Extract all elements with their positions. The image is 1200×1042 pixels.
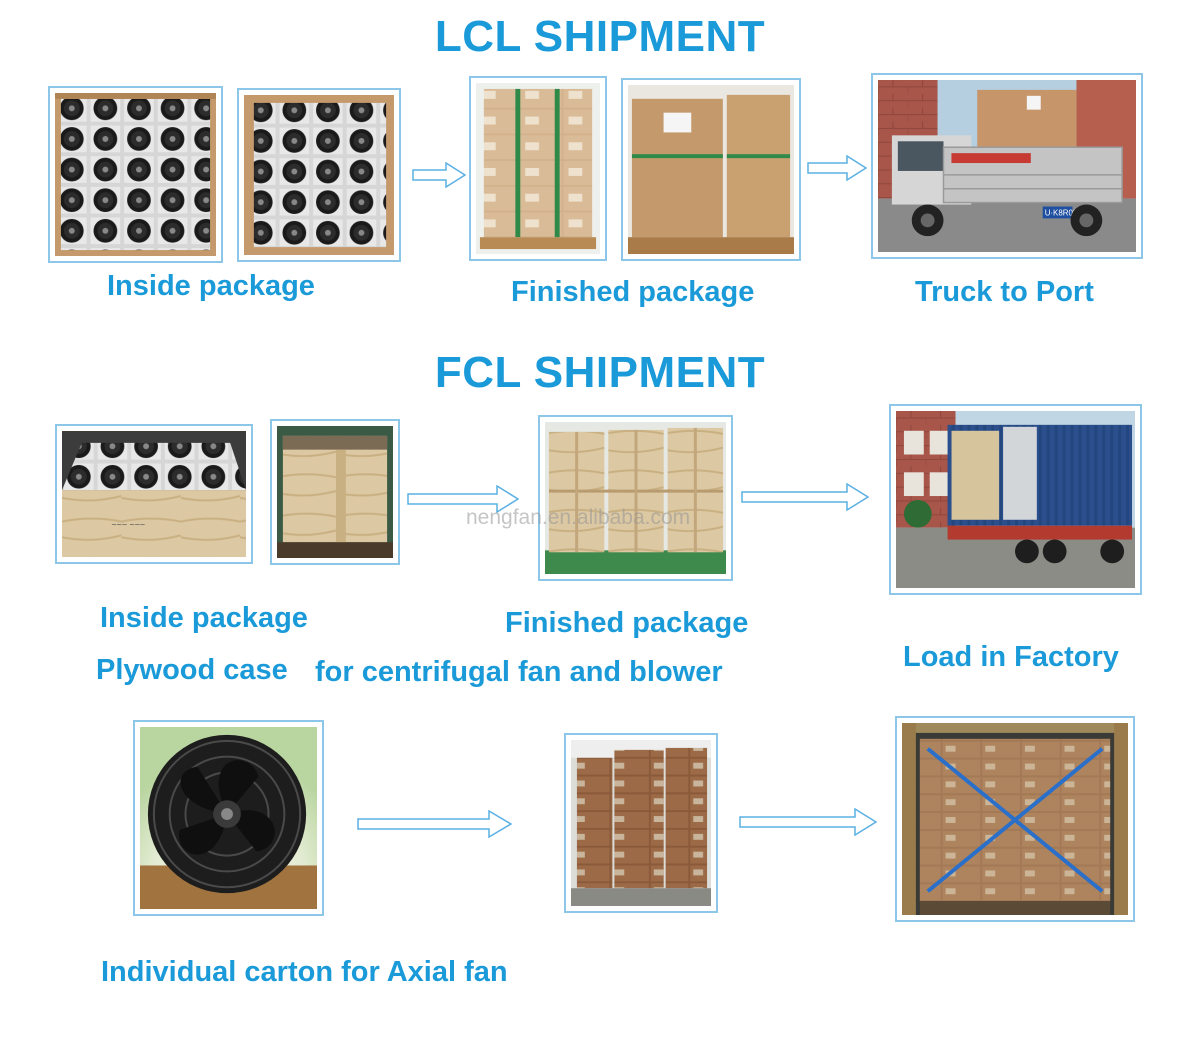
lcl-finished-package-photo-1	[469, 76, 607, 261]
axial-carton-stack-photo	[564, 733, 718, 913]
lcl-truck-to-port-label: Truck to Port	[915, 276, 1094, 308]
fcl-centrifugal-fan-label: for centrifugal fan and blower	[315, 656, 723, 688]
axial-arrow-2	[739, 807, 878, 837]
lcl-inside-package-photo-2	[237, 88, 401, 262]
svg-text:~~~ ~~~: ~~~ ~~~	[111, 519, 145, 529]
lcl-arrow-1	[412, 161, 467, 189]
fcl-inside-package-photo-1: ~~~ ~~~	[55, 424, 253, 564]
fcl-finished-package-label: Finished package	[505, 607, 749, 639]
fcl-inside-package-label: Inside package	[100, 602, 308, 634]
fcl-arrow-2	[741, 482, 870, 512]
axial-container-loaded-photo	[895, 716, 1135, 922]
fcl-load-in-factory-label: Load in Factory	[903, 641, 1119, 673]
lcl-truck-to-port-photo: U·K8R02	[871, 73, 1143, 259]
fcl-plywood-case-label: Plywood case	[96, 654, 288, 686]
truck-license-plate: U·K8R02	[1045, 208, 1078, 217]
site-watermark: nengfan.en.alibaba.com	[466, 506, 691, 529]
fcl-arrow-1	[407, 484, 520, 514]
lcl-finished-package-photo-2	[621, 78, 801, 261]
fcl-shipment-title: FCL SHIPMENT	[434, 348, 766, 397]
fcl-inside-package-photo-2	[270, 419, 400, 565]
fcl-load-in-factory-photo	[889, 404, 1142, 595]
axial-arrow-1	[357, 809, 513, 839]
fcl-finished-package-photo	[538, 415, 733, 581]
axial-fan-photo	[133, 720, 324, 916]
lcl-inside-package-label: Inside package	[107, 270, 315, 302]
lcl-finished-package-label: Finished package	[511, 276, 755, 308]
lcl-shipment-title: LCL SHIPMENT	[434, 12, 766, 61]
axial-individual-carton-label: Individual carton for Axial fan	[101, 956, 508, 988]
lcl-arrow-2	[807, 154, 868, 182]
lcl-inside-package-photo-1	[48, 86, 223, 263]
